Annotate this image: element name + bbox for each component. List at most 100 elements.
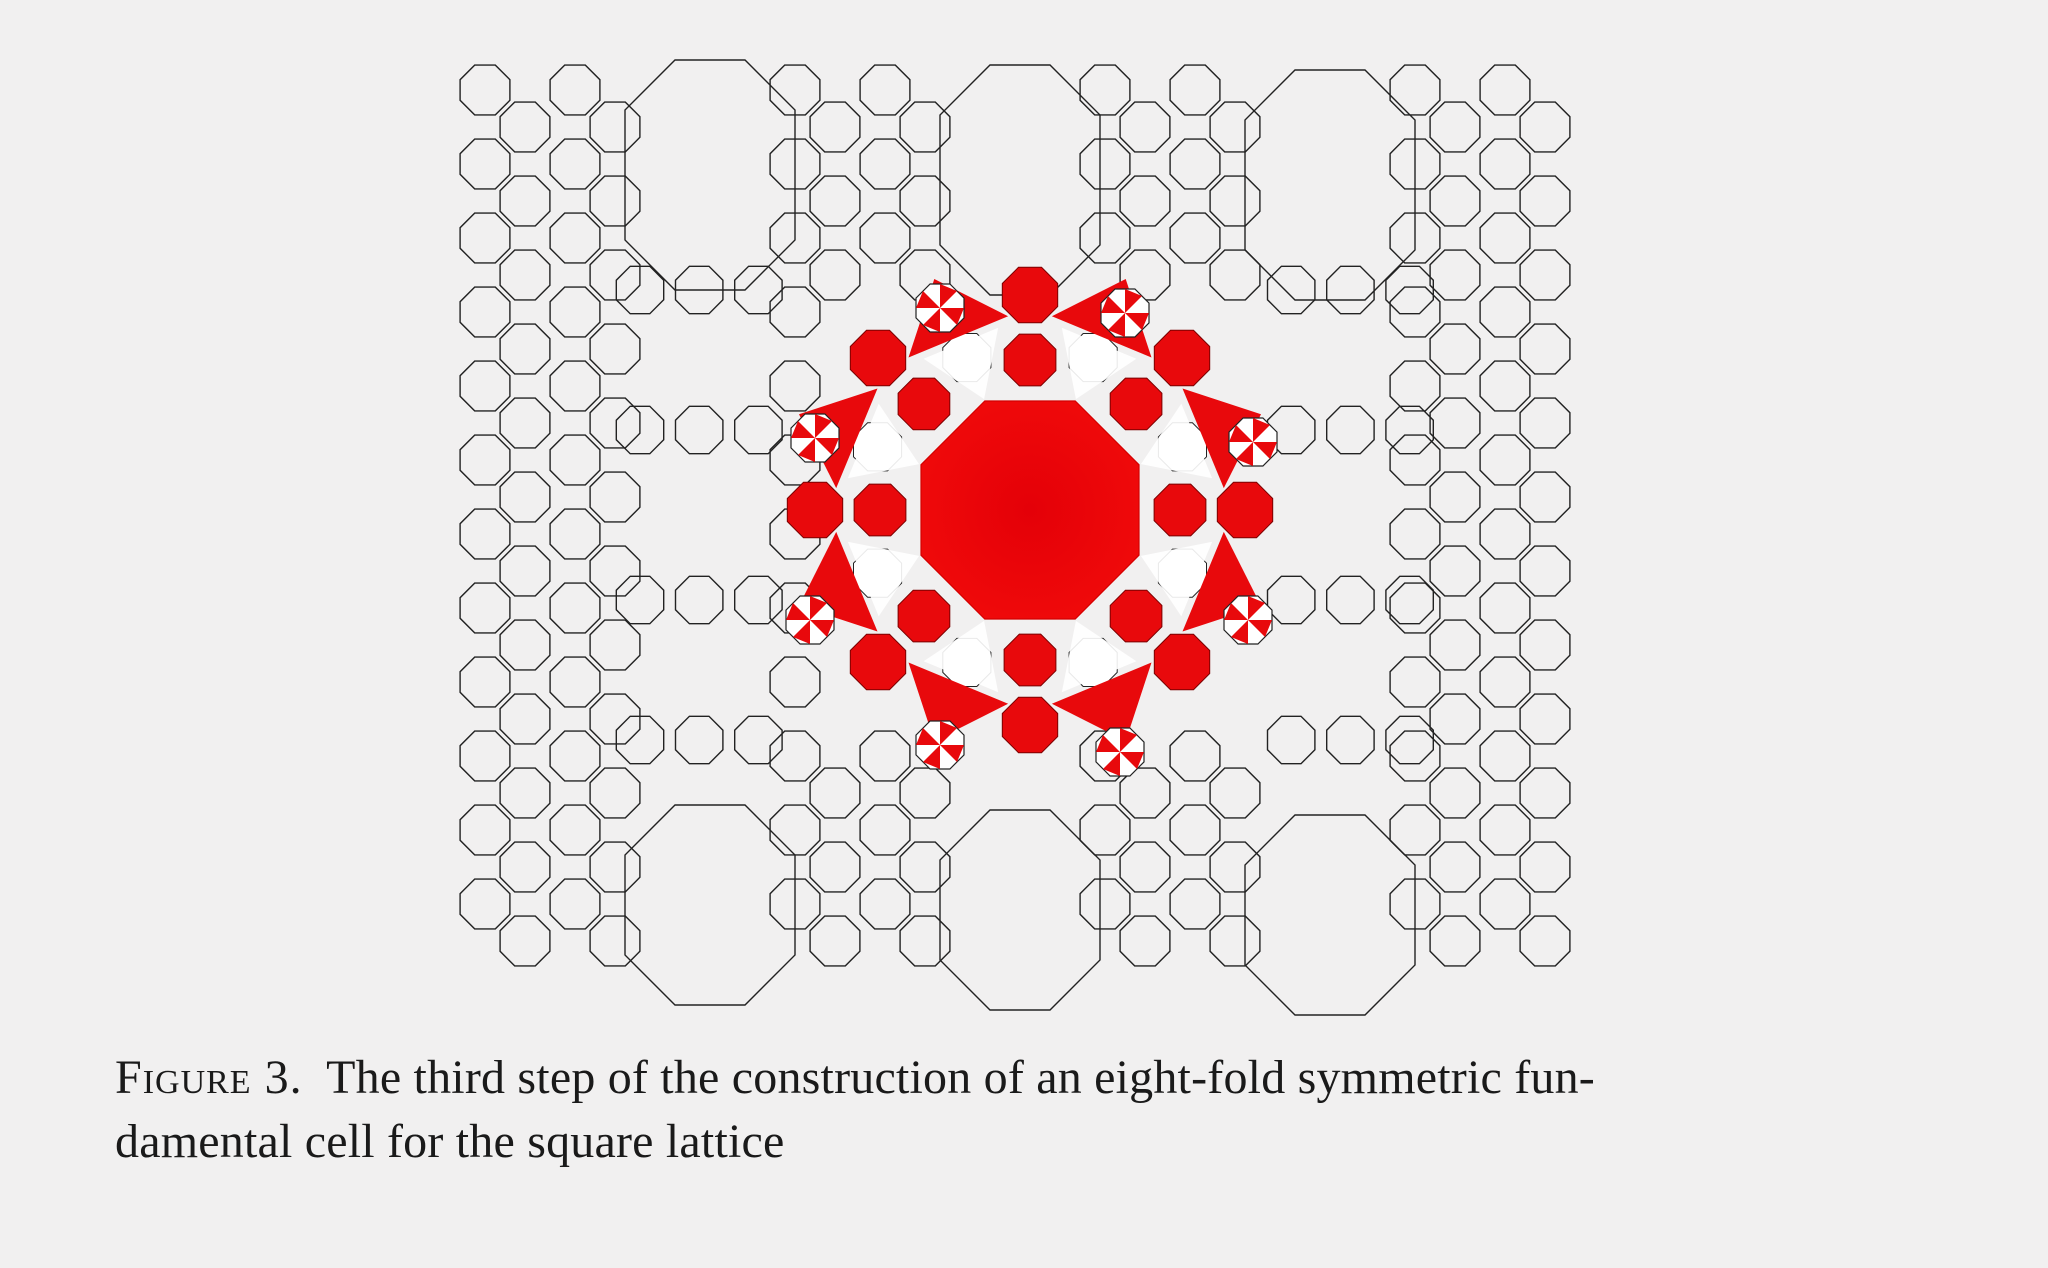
lattice-octagon [499, 471, 551, 523]
lattice-octagon [499, 915, 551, 967]
lattice-octagon [499, 249, 551, 301]
pinwheel-octagon [915, 283, 965, 333]
pinwheel-slice [923, 745, 940, 769]
lattice-octagon [459, 138, 511, 190]
chain-octagon [1266, 265, 1316, 315]
lattice-octagon [589, 619, 641, 671]
pinwheel-slice [793, 620, 810, 644]
chain-octagon [1266, 715, 1316, 765]
lattice-octagon [1389, 804, 1441, 856]
lattice-octagon [1479, 64, 1531, 116]
chain-octagon [1385, 405, 1435, 455]
lattice-octagon [1429, 767, 1481, 819]
lattice-octagon [1169, 730, 1221, 782]
pinwheel-slice [1236, 442, 1253, 466]
pinwheel-octagon [915, 720, 965, 770]
white-ray [923, 327, 999, 400]
chain-octagon [1385, 265, 1435, 315]
white-ray [847, 403, 920, 479]
chain-octagon [615, 575, 665, 625]
lattice-octagon [809, 175, 861, 227]
pinwheel-slice [1120, 728, 1137, 752]
elongated-octagon [624, 59, 796, 291]
red-octagon-inner [897, 589, 951, 643]
lattice-octagon [549, 434, 601, 486]
lattice-octagon [1479, 878, 1531, 930]
pinwheel-slice [1103, 752, 1120, 776]
lattice-octagon [589, 471, 641, 523]
pinwheel-slice [1096, 735, 1120, 752]
chain-octagon [734, 405, 783, 455]
red-star-motif [786, 266, 1274, 754]
pinwheel-slice [940, 308, 964, 325]
red-octagon-outer [1001, 696, 1059, 754]
lattice-octagon [1519, 323, 1571, 375]
lattice-octagon [1429, 915, 1481, 967]
chain-octagon [674, 715, 724, 765]
lattice-octagon [769, 730, 821, 782]
elongated-octagon [1244, 69, 1416, 301]
lattice-octagon [859, 878, 911, 930]
pinwheel-slice [940, 745, 964, 762]
lattice-octagon [1169, 212, 1221, 264]
red-octagon-inner [1003, 633, 1057, 687]
chain-octagon [1385, 575, 1435, 625]
lattice-octagon [1389, 434, 1441, 486]
pinwheel-slice [1120, 752, 1144, 769]
red-octagon-outer [786, 481, 844, 539]
lattice-octagon [769, 360, 821, 412]
lattice-octagon [499, 693, 551, 745]
chain-octagon [1266, 575, 1316, 625]
lattice-octagon [1479, 286, 1531, 338]
lattice-octagon [549, 286, 601, 338]
lattice-octagon [1119, 175, 1171, 227]
pinwheel-slice [1108, 313, 1125, 337]
lattice-octagon [1479, 508, 1531, 560]
lattice-octagon [1519, 915, 1571, 967]
lattice-octagon [1519, 175, 1571, 227]
octagon-lattice [459, 64, 1571, 967]
lattice-octagon [1389, 64, 1441, 116]
pinwheel-slice [1224, 603, 1248, 620]
white-ray [923, 620, 999, 693]
lattice-octagon [1479, 804, 1531, 856]
figure-caption: Figure 3. The third step of the construc… [115, 1046, 1955, 1174]
pinwheel-slice [810, 596, 827, 620]
lattice-octagon [1519, 397, 1571, 449]
lattice-octagon [589, 249, 641, 301]
lattice-octagon [549, 360, 601, 412]
lattice-octagon [809, 915, 861, 967]
lattice-octagon [859, 64, 911, 116]
chain-octagon [1385, 715, 1435, 765]
lattice-octagon [499, 323, 551, 375]
lattice-octagon [1479, 730, 1531, 782]
figure-label: Figure 3. [115, 1051, 303, 1104]
lattice-octagon [769, 878, 821, 930]
lattice-octagon [1519, 619, 1571, 671]
lattice-octagon [549, 582, 601, 634]
chain-octagon [1325, 575, 1375, 625]
lattice-octagon [769, 286, 821, 338]
lattice-octagon [1429, 323, 1481, 375]
red-octagon-outer [1001, 266, 1059, 324]
lattice-octagon [549, 508, 601, 560]
white-ray [1140, 541, 1213, 617]
lattice-octagon [1519, 471, 1571, 523]
lattice-octagon [1389, 138, 1441, 190]
red-octagon-outer [849, 329, 907, 387]
chain-octagon [674, 265, 724, 315]
lattice-octagon [589, 397, 641, 449]
lattice-octagon [459, 434, 511, 486]
pinwheel-slice [815, 438, 839, 455]
lattice-octagon [499, 841, 551, 893]
lattice-octagon [549, 878, 601, 930]
lattice-octagon [769, 804, 821, 856]
lattice-octagon [1389, 360, 1441, 412]
lattice-octagon [589, 693, 641, 745]
lattice-octagon [809, 767, 861, 819]
lattice-octagon [589, 841, 641, 893]
lattice-octagon [1389, 656, 1441, 708]
pinwheel-slice [1125, 313, 1149, 330]
white-ray [1140, 403, 1213, 479]
lattice-octagon [1389, 582, 1441, 634]
